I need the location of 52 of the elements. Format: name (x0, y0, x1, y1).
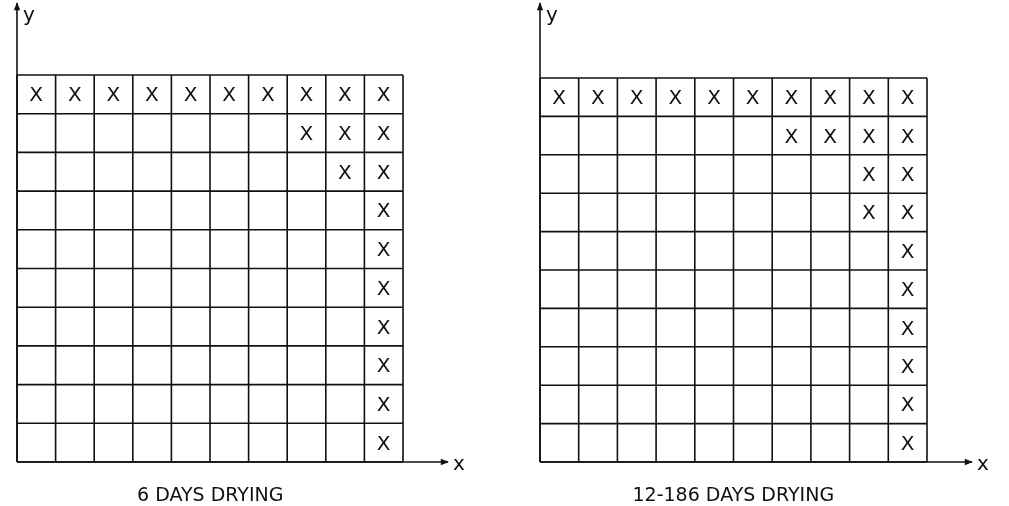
grid-mark: X (552, 87, 567, 108)
grid-mark: X (900, 279, 915, 300)
grid-mark: X (376, 277, 391, 298)
grid-mark: X (106, 84, 121, 105)
grid-mark: X (338, 123, 352, 144)
grid-mark: X (376, 84, 391, 105)
grid-mark: X (900, 164, 915, 184)
grid-mark: X (376, 200, 391, 221)
grid-mark: X (376, 316, 391, 337)
grid-mark: X (784, 125, 799, 146)
grid-mark: X (900, 240, 915, 261)
grid-mark: X (299, 123, 314, 144)
grid-mark: X (861, 202, 876, 223)
grid-mark: X (145, 84, 159, 105)
grid-mark: X (67, 84, 82, 105)
grid-mark: X (900, 317, 915, 338)
grid-mark: X (861, 87, 876, 108)
grid-mark: X (376, 432, 391, 453)
grid-mark: X (376, 355, 391, 376)
grid-mark: X (900, 125, 915, 146)
grid-mark: X (376, 161, 391, 182)
grid-mark: X (629, 87, 644, 108)
grid-mark: X (183, 84, 198, 105)
grid-mark: X (900, 394, 915, 415)
grid-mark: X (900, 202, 915, 223)
grid-mark: X (668, 87, 683, 108)
grid-mark: X (376, 393, 391, 414)
grid-mark: X (591, 87, 605, 108)
grid-mark: X (861, 164, 876, 184)
grid-mark: X (299, 84, 314, 105)
grid-mark: X (29, 84, 43, 105)
grid-mark: X (338, 84, 352, 105)
caption: 6 DAYS DRYING (137, 484, 284, 504)
grid-mark: X (745, 87, 760, 108)
grid-mark: X (222, 84, 236, 105)
axis-label: x (453, 453, 465, 473)
grid-mark: X (376, 239, 391, 260)
grid-mark: X (900, 432, 915, 453)
axis-label: x (977, 453, 989, 473)
grid-mark: X (260, 84, 275, 105)
grid-mark: X (900, 356, 915, 376)
caption: 12-186 DAYS DRYING (632, 484, 835, 504)
grid-mark: X (707, 87, 721, 108)
grid-mark: X (823, 125, 837, 146)
grid-mark: X (338, 161, 352, 182)
grid-mark: X (823, 87, 837, 108)
grid-mark: X (376, 123, 391, 144)
axis-label: y (546, 4, 558, 24)
grid-mark: X (784, 87, 799, 108)
axis-label: y (23, 4, 35, 24)
grid-mark: X (900, 87, 915, 108)
grid-mark: X (861, 125, 876, 146)
